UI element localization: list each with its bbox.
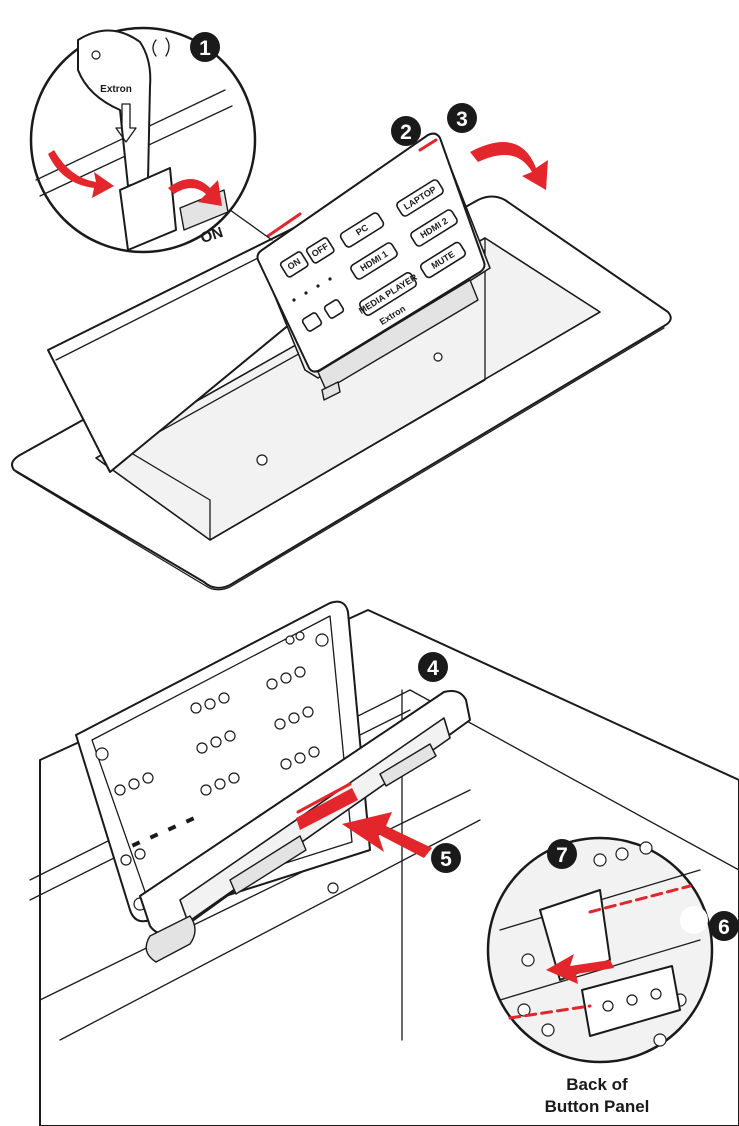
volume-down-button xyxy=(301,312,323,332)
hinge-cylinder xyxy=(145,915,196,963)
enclosure-edge-2 xyxy=(59,819,481,1041)
panel-bracket-connector-2 xyxy=(229,835,307,895)
step-marker-4: 4 xyxy=(418,652,448,682)
step-3-label: 3 xyxy=(456,108,468,131)
tab-hole xyxy=(91,50,101,60)
well-screw xyxy=(256,454,268,466)
step-marker-7: 7 xyxy=(547,839,577,869)
well-screw-2 xyxy=(433,352,443,362)
panel-hinge-foot xyxy=(321,381,341,401)
cover-back-dashes xyxy=(131,816,195,848)
release-tab xyxy=(77,29,152,187)
top-assembly: ON OFF PC LAPTOP HDMI 1 HDMI 2 xyxy=(11,26,672,591)
step-marker-1: 1 xyxy=(190,32,220,62)
clip-hole-2 xyxy=(626,994,638,1006)
caption-line-2: Button Panel xyxy=(545,1097,650,1116)
clip-hole-3 xyxy=(650,988,662,1000)
step-4-label: 4 xyxy=(427,657,439,680)
led-dots xyxy=(292,277,332,302)
cover-back-holes xyxy=(95,631,329,911)
button-pc: PC xyxy=(339,212,385,248)
step-marker-6: 6 xyxy=(709,911,739,941)
red-dashed-line xyxy=(508,1004,592,1020)
inset-holes xyxy=(517,841,687,1047)
bottom-assembly: 4 5 xyxy=(29,600,739,1126)
inner-wall xyxy=(95,431,211,541)
button-on: ON xyxy=(279,251,309,278)
step-marker-5: 5 xyxy=(431,843,461,873)
panel-hinge xyxy=(317,279,479,391)
step-5-label: 5 xyxy=(440,848,452,871)
volume-up-button xyxy=(323,299,345,319)
panel-top-highlight xyxy=(418,138,438,152)
rotation-mark-icon-2 xyxy=(165,37,170,57)
inner-wall-back xyxy=(209,237,486,541)
button-mute: MUTE xyxy=(419,241,467,279)
step-1-label: 1 xyxy=(199,37,211,60)
inset-release-tab: Extron ON xyxy=(29,26,257,254)
switch-block xyxy=(119,167,177,251)
step-marker-3: 3 xyxy=(447,103,477,133)
button-panel: ON OFF PC LAPTOP HDMI 1 HDMI 2 xyxy=(256,132,491,401)
clip-hole xyxy=(602,1000,614,1012)
step-2-label: 2 xyxy=(400,121,412,144)
callout-line xyxy=(229,209,273,241)
tab-brand: Extron xyxy=(100,84,132,95)
rotation-mark-icon xyxy=(152,39,157,57)
flange-edge xyxy=(15,327,665,591)
enclosure-screw xyxy=(327,882,339,894)
red-latch xyxy=(296,788,358,830)
red-latch-edge xyxy=(296,782,352,814)
red-arrow-tilt-icon xyxy=(470,142,548,190)
step-marker-2: 2 xyxy=(391,116,421,146)
cover-back-inner xyxy=(91,615,353,907)
red-arrow-slide-back-icon xyxy=(546,954,614,984)
step-7-label: 7 xyxy=(556,844,568,867)
caption-line-1: Back of xyxy=(566,1075,628,1094)
inset-panel-back xyxy=(486,836,714,1064)
panel-edge-highlight xyxy=(266,212,302,238)
panel-bracket-connector xyxy=(379,743,437,787)
red-arrow-press-icon xyxy=(48,150,114,198)
switch-on-label: ON xyxy=(199,224,226,247)
red-arrow-push-icon xyxy=(342,812,432,858)
caption: Back of Button Panel xyxy=(545,1075,650,1116)
red-dashed-line-2 xyxy=(588,884,692,914)
down-arrow-icon xyxy=(115,103,137,143)
red-arrow-slide-icon xyxy=(168,179,222,206)
enclosure-edge xyxy=(39,789,471,1001)
button-off: OFF xyxy=(305,237,335,264)
highlight-glare xyxy=(680,906,708,934)
step-6-label: 6 xyxy=(718,916,730,939)
